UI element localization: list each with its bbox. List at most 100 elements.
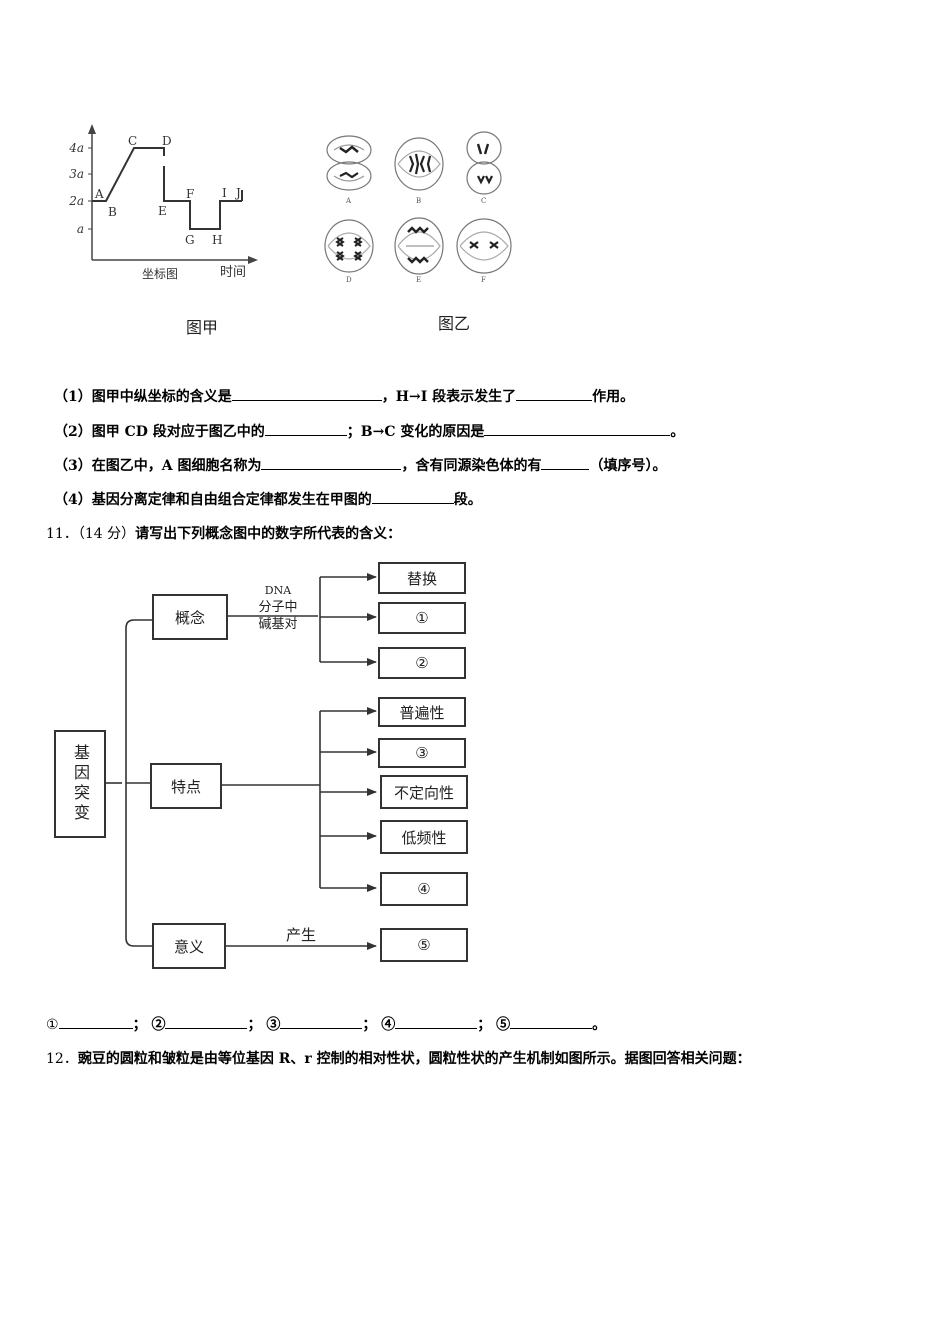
cell-label-a: A <box>345 197 352 205</box>
concept-target-substitution: 替换 <box>378 562 466 594</box>
figure-jia-caption: 图甲 <box>186 318 219 337</box>
concept-map-connectors <box>106 573 377 950</box>
answer-mark-2: ② <box>151 1017 166 1033</box>
question-4-text-a: （4）基因分离定律和自由组合定律都发生在甲图的 <box>54 492 372 508</box>
question-3: （3）在图乙中，A 图细胞名称为 ，含有同源染色体的有 （填序号）。 <box>54 455 666 475</box>
feature-target-blank-3: ③ <box>378 738 466 768</box>
answer-sep-3: ； <box>362 1017 377 1033</box>
branch-feature-label: 特点 <box>170 777 201 796</box>
answer-mark-5: ⑤ <box>496 1017 511 1033</box>
point-label-b: B <box>108 205 117 219</box>
cell-e <box>394 217 444 275</box>
point-label-d: D <box>162 134 172 148</box>
question-2-text-b: ；B→C 变化的原因是 <box>346 424 485 440</box>
answer-mark-1: ① <box>46 1017 59 1033</box>
answer-blank-q11-5[interactable] <box>510 1014 593 1029</box>
concept-target-label-3: ② <box>415 654 429 672</box>
y-axis-arrow <box>88 124 96 134</box>
question-11-number: 11． <box>46 526 78 542</box>
y-tick-3a: 3a <box>69 167 84 181</box>
answer-blank-1b[interactable] <box>516 386 593 401</box>
point-label-j: J <box>234 186 241 200</box>
cell-f <box>456 218 512 274</box>
cell-a <box>326 135 372 191</box>
graph-title: 坐标图 <box>142 267 178 281</box>
answer-blank-2b[interactable] <box>484 421 671 436</box>
answer-blank-4[interactable] <box>371 489 454 504</box>
question-3-text-a: （3）在图乙中，A 图细胞名称为 <box>54 458 262 474</box>
concept-edge-label: DNA 分子中 碱基对 <box>246 582 310 633</box>
question-3-text-c: （填序号）。 <box>589 458 667 474</box>
cell-label-b: B <box>416 197 421 205</box>
cell-label-c: C <box>481 197 486 205</box>
concept-target-blank-1: ① <box>378 602 466 634</box>
answer-blank-3b[interactable] <box>541 455 590 470</box>
concept-root-gene-mutation: 基因突变 <box>54 730 106 838</box>
answer-sep-1: ； <box>132 1017 147 1033</box>
feature-target-universality: 普遍性 <box>378 697 466 727</box>
answer-blank-2a[interactable] <box>264 421 347 436</box>
question-11-score: （14 分） <box>77 526 136 542</box>
cell-d <box>324 219 374 273</box>
question-11-answers: ①； ②； ③； ④； ⑤。 <box>46 1014 606 1034</box>
point-label-h: H <box>212 233 222 247</box>
figure-jia-graph: 4a 3a 2a a A B C D E F G H I J 时间 坐标图 <box>68 124 258 281</box>
question-11-prompt: 请写出下列概念图中的数字所代表的含义： <box>135 526 402 542</box>
point-label-e: E <box>158 204 167 218</box>
concept-root-label: 基因突变 <box>71 744 90 824</box>
answer-blank-q11-3[interactable] <box>280 1014 363 1029</box>
answer-mark-3: ③ <box>266 1017 281 1033</box>
point-label-i: I <box>222 186 227 200</box>
question-12-prompt: 豌豆的圆粒和皱粒是由等位基因 R、r 控制的相对性状，圆粒性状的产生机制如图所示… <box>77 1051 751 1067</box>
y-tick-a: a <box>77 222 84 236</box>
figure-yi-cells: A B C D E F <box>324 131 512 284</box>
branch-concept-label: 概念 <box>174 608 205 627</box>
feature-target-undirected: 不定向性 <box>380 775 468 809</box>
question-12-number: 12． <box>46 1051 78 1067</box>
feature-target-blank-4: ④ <box>380 872 468 906</box>
branch-meaning-label: 意义 <box>173 937 204 956</box>
feature-target-label-5: ④ <box>417 880 431 898</box>
question-4-text-b: 段。 <box>453 492 482 508</box>
question-1-text-b: ，H→I 段表示发生了 <box>381 389 517 405</box>
question-2: （2）图甲 CD 段对应于图乙中的 ；B→C 变化的原因是 。 <box>54 421 684 441</box>
branch-concept: 概念 <box>152 594 228 640</box>
question-12: 12．豌豆的圆粒和皱粒是由等位基因 R、r 控制的相对性状，圆粒性状的产生机制如… <box>46 1048 751 1068</box>
point-label-g: G <box>185 233 195 247</box>
answer-blank-q11-4[interactable] <box>395 1014 478 1029</box>
dna-content-line <box>92 147 242 230</box>
meaning-edge-label: 产生 <box>286 926 317 944</box>
cell-label-f: F <box>481 276 486 284</box>
concept-edge-line-1: DNA <box>264 584 292 597</box>
answer-sep-4: ； <box>477 1017 492 1033</box>
question-11: 11．（14 分）请写出下列概念图中的数字所代表的含义： <box>46 523 401 543</box>
question-1-text-c: 作用。 <box>592 389 635 405</box>
cell-c <box>466 131 502 195</box>
question-2-text-a: （2）图甲 CD 段对应于图乙中的 <box>54 424 265 440</box>
x-axis-arrow <box>248 256 258 264</box>
feature-target-label-3: 不定向性 <box>393 783 454 802</box>
feature-target-label-2: ③ <box>415 744 429 762</box>
x-axis-label: 时间 <box>220 265 246 280</box>
branch-meaning: 意义 <box>152 923 226 969</box>
answer-sep-5: 。 <box>592 1017 607 1033</box>
feature-target-label-4: 低频性 <box>401 828 447 847</box>
question-3-text-b: ，含有同源染色体的有 <box>401 458 542 474</box>
concept-target-blank-2: ② <box>378 647 466 679</box>
answer-blank-q11-2[interactable] <box>165 1014 248 1029</box>
concept-edge-line-3: 碱基对 <box>258 617 298 632</box>
cell-label-d: D <box>346 276 352 284</box>
y-tick-2a: 2a <box>68 194 84 208</box>
answer-blank-3a[interactable] <box>261 455 402 470</box>
answer-blank-1a[interactable] <box>231 386 382 401</box>
question-4: （4）基因分离定律和自由组合定律都发生在甲图的 段。 <box>54 489 482 509</box>
y-tick-4a: 4a <box>68 141 84 155</box>
feature-target-low-frequency: 低频性 <box>380 820 468 854</box>
point-label-c: C <box>128 134 137 148</box>
question-1: （1）图甲中纵坐标的含义是，H→I 段表示发生了作用。 <box>54 386 634 406</box>
question-2-text-c: 。 <box>670 424 685 440</box>
point-label-f: F <box>186 187 194 201</box>
concept-edge-line-2: 分子中 <box>258 600 298 615</box>
answer-blank-q11-1[interactable] <box>58 1014 133 1029</box>
figure-yi-caption: 图乙 <box>438 314 471 333</box>
